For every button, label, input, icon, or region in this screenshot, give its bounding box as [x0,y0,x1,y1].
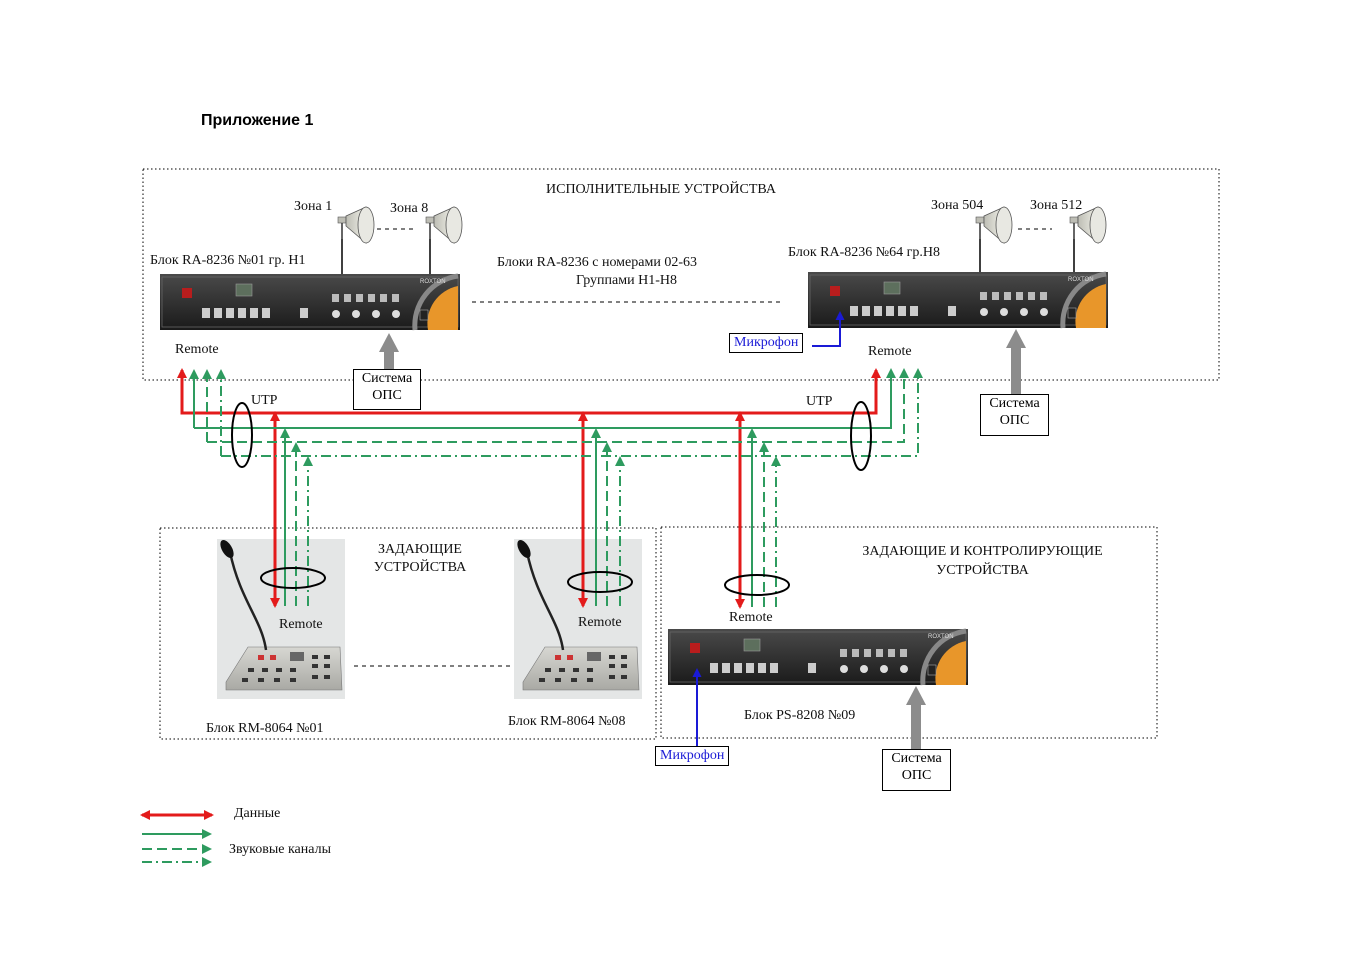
remote-label-rm01: Remote [279,617,323,632]
ops-input-arrows [379,329,1026,750]
unit-label-ra01: Блок RA-8236 №01 гр. Н1 [150,253,306,268]
cable-rm01 [260,567,326,589]
unit-label-ra-mid-1: Блоки RA-8236 с номерами 02-63 [497,255,697,270]
zone-label-504: Зона 504 [931,198,984,213]
section-monitor-label-1: ЗАДАЮЩИЕ И КОНТРОЛИРУЮЩИЕ [862,544,1103,559]
utp-label-left: UTP [251,393,278,408]
ra01-brand: ROXTON [420,279,446,285]
unit-label-ps09: Блок PS-8208 №09 [744,708,856,723]
section-control-label-2: УСТРОЙСТВА [373,560,467,575]
section-executive-label: ИСПОЛНИТЕЛЬНЫЕ УСТРОЙСТВА [546,182,776,197]
ops-box-ra01-line2: ОПС [372,388,402,403]
ops-box-ps09-line2: ОПС [901,768,932,783]
ops-box-ps09: Система ОПС [882,749,951,791]
remote-label-ps09: Remote [729,610,773,625]
section-executive-border [142,168,1220,381]
ra8236-01-device [160,274,460,330]
unit-label-rm01: Блок RM-8064 №01 [206,721,324,736]
section-monitor-label-2: УСТРОЙСТВА [936,563,1029,578]
ops-box-ra64: Система ОПС [980,394,1049,436]
rm8064-01-device [217,539,345,699]
remote-label-ra64: Remote [868,344,912,359]
ps8208-device [668,629,968,685]
ops-box-ra01: Система ОПС [353,369,421,410]
ra64-brand: ROXTON [1068,277,1094,283]
remote-label-ra01: Remote [175,342,219,357]
section-control-border [159,527,657,740]
mic-box-ps09: Микрофон [655,746,730,766]
ops-box-ra64-line2: ОПС [999,413,1030,428]
utp-label-right: UTP [806,394,833,409]
zone-label-512: Зона 512 [1030,198,1083,213]
zone-label-1: Зона 1 [294,199,333,214]
utp-cable-left [231,402,253,468]
legend-audio-label: Звуковые каналы [229,842,331,857]
legend-data-label: Данные [234,806,281,821]
horn-speaker-icon [425,206,463,244]
ops-box-ra01-line1: Система [361,371,413,386]
ops-box-ra64-line1: Система [989,396,1040,411]
cable-ps09 [724,574,790,596]
ops-box-ps09-line1: Система [891,751,942,766]
section-control-label-1: ЗАДАЮЩИЕ [378,542,462,557]
remote-label-rm08: Remote [578,615,622,630]
mic-line-ra64 [812,311,845,347]
zone-label-8: Зона 8 [390,201,429,216]
audio-bus [189,368,923,607]
ra8236-64-device [808,272,1108,328]
page-title: Приложение 1 [201,112,314,129]
horn-speaker-icon [337,206,375,244]
utp-cable-right [850,401,872,471]
section-monitor-border [660,526,1158,739]
mic-box-ra64: Микрофон [729,333,804,353]
unit-label-rm08: Блок RM-8064 №08 [508,714,626,729]
ps-brand: ROXTON [928,634,954,640]
unit-label-ra-mid-2: Группами Н1-Н8 [576,273,677,288]
cable-rm08 [567,571,633,593]
unit-label-ra64: Блок RA-8236 №64 гр.Н8 [788,245,940,260]
